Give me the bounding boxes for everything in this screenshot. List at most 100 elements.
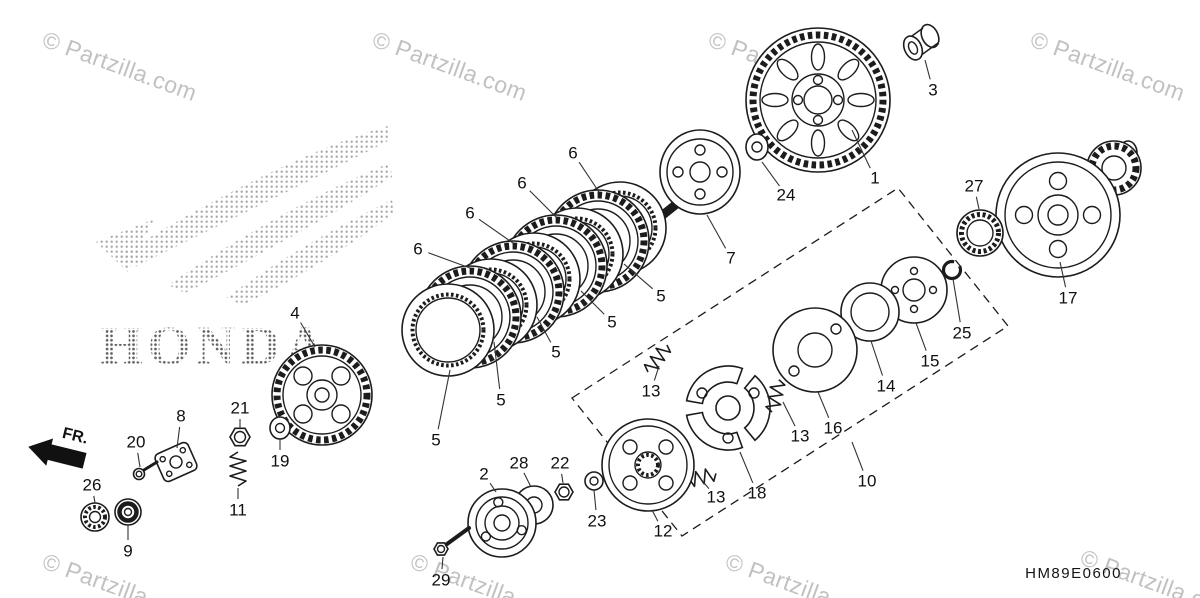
part-number-callout: 22 bbox=[551, 454, 570, 473]
callout-leader-line bbox=[706, 214, 727, 249]
part-25-snap-ring bbox=[941, 259, 963, 281]
callout-leader-line bbox=[300, 322, 316, 348]
part-24-thrust-washer bbox=[745, 133, 769, 161]
part-16-drive-plate-outer bbox=[772, 307, 858, 393]
part-number-callout: 5 bbox=[431, 431, 440, 450]
diagram-code: HM89E0600 bbox=[1025, 565, 1122, 582]
part-number-callout: 6 bbox=[465, 204, 474, 223]
callout-leader-line bbox=[561, 473, 564, 484]
callout-leader-line bbox=[817, 391, 830, 419]
callout-leader-line bbox=[739, 451, 754, 484]
callout-leader-line bbox=[623, 263, 654, 290]
part-number-callout: 5 bbox=[496, 391, 505, 410]
part-18-clutch-weight-set bbox=[685, 365, 771, 451]
callout-leader-line bbox=[924, 59, 931, 80]
part-number-callout: 15 bbox=[921, 352, 940, 371]
part-number-callout: 13 bbox=[707, 488, 726, 507]
part-number-callout: 7 bbox=[726, 249, 735, 268]
part-number-callout: 21 bbox=[231, 399, 250, 418]
part-number-callout: 6 bbox=[568, 144, 577, 163]
part-number-callout: 13 bbox=[791, 427, 810, 446]
callout-leader-line bbox=[493, 341, 501, 390]
fr-label: FR. bbox=[61, 425, 90, 448]
part-number-callout: 5 bbox=[656, 287, 665, 306]
part-1-clutch-outer bbox=[745, 27, 891, 173]
callout-leader-line bbox=[578, 161, 600, 193]
part-number-callout: 5 bbox=[607, 313, 616, 332]
callout-leader-line bbox=[137, 452, 141, 468]
part-8-lifter-arm-plate bbox=[154, 441, 198, 483]
callout-leader-line bbox=[851, 441, 864, 471]
callout-leader-line bbox=[851, 129, 871, 169]
callout-leader-line bbox=[1059, 261, 1067, 288]
part-20-bolt bbox=[132, 460, 159, 481]
callout-leader-line bbox=[975, 196, 980, 210]
part-number-callout: 4 bbox=[290, 304, 299, 323]
callout-leader-line bbox=[523, 472, 532, 488]
part-number-callout: 3 bbox=[928, 81, 937, 100]
part-number-callout: 14 bbox=[877, 377, 896, 396]
fr-direction-arrow: FR. bbox=[28, 425, 90, 469]
part-22-lock-nut bbox=[554, 483, 574, 501]
part-number-callout: 19 bbox=[271, 452, 290, 471]
part-number-callout: 5 bbox=[551, 343, 560, 362]
part-number-callout: 8 bbox=[176, 407, 185, 426]
part-number-callout: 16 bbox=[824, 419, 843, 438]
part-3-collar bbox=[902, 23, 940, 61]
callout-leader-line bbox=[428, 252, 471, 269]
part-number-callout: 18 bbox=[748, 484, 767, 503]
part-number-callout: 6 bbox=[517, 174, 526, 193]
part-5-clutch-plate bbox=[401, 283, 495, 377]
part-13-clutch-spring bbox=[765, 379, 786, 413]
part-number-callout: 9 bbox=[123, 542, 132, 561]
part-23-washer bbox=[584, 471, 604, 491]
callout-leader-line bbox=[536, 316, 552, 343]
callout-leader-line bbox=[593, 489, 597, 511]
part-number-callout: 20 bbox=[127, 433, 146, 452]
part-17-primary-driven-gear bbox=[995, 140, 1142, 278]
callout-leader-line bbox=[441, 556, 444, 570]
part-27-needle-bearing bbox=[956, 209, 1004, 257]
callout-leader-line bbox=[478, 218, 514, 244]
part-19-washer bbox=[269, 416, 291, 440]
part-13-clutch-spring bbox=[643, 344, 672, 373]
part-number-callout: 25 bbox=[953, 324, 972, 343]
callout-leader-line bbox=[870, 340, 884, 376]
part-number-callout: 29 bbox=[432, 571, 451, 590]
callout-leader-line bbox=[761, 161, 780, 187]
part-26-radial-bearing bbox=[80, 502, 110, 532]
callout-leader-line bbox=[529, 190, 557, 218]
callout-leader-line bbox=[952, 278, 961, 323]
callout-leader-line bbox=[489, 482, 497, 493]
callout-leader-line bbox=[915, 322, 927, 351]
callout-leader-line bbox=[580, 290, 605, 315]
part-2-one-way-clutch bbox=[467, 488, 537, 558]
part-4-pressure-plate bbox=[271, 344, 373, 446]
part-number-callout: 1 bbox=[870, 169, 879, 188]
part-number-callout: 26 bbox=[83, 476, 102, 495]
part-number-callout: 6 bbox=[413, 240, 422, 259]
part-12-drive-plate bbox=[601, 418, 695, 512]
part-number-callout: 24 bbox=[777, 186, 796, 205]
callout-leader-line bbox=[176, 426, 181, 449]
part-number-callout: 2 bbox=[479, 465, 488, 484]
part-number-callout: 28 bbox=[510, 454, 529, 473]
callout-leader-line bbox=[93, 495, 96, 504]
callout-leader-line bbox=[651, 509, 659, 522]
part-number-callout: 10 bbox=[858, 472, 877, 491]
part-number-callout: 11 bbox=[229, 501, 247, 520]
part-number-callout: 23 bbox=[588, 512, 607, 531]
part-9-oil-seal bbox=[114, 498, 142, 526]
part-29-flange-bolt bbox=[433, 526, 471, 556]
part-number-callout: 13 bbox=[642, 382, 661, 401]
part-11-clutch-spring bbox=[229, 451, 247, 487]
part-number-callout: 12 bbox=[654, 522, 673, 541]
part-number-callout: 17 bbox=[1059, 289, 1078, 308]
part-number-callout: 27 bbox=[965, 177, 984, 196]
callout-leader-line bbox=[699, 477, 710, 489]
callout-leader-line bbox=[437, 369, 451, 430]
callout-leader-line bbox=[653, 365, 660, 381]
